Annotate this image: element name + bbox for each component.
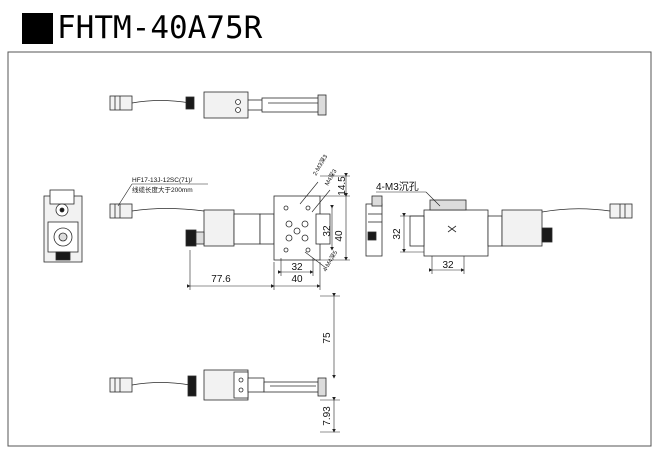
side-base-block — [423, 209, 489, 257]
top-view — [109, 91, 327, 119]
cable-connector-plan — [109, 203, 133, 219]
dim-travel-height: 75 — [322, 332, 333, 344]
end-view-left — [43, 189, 83, 263]
sheet-frame — [7, 51, 652, 447]
drawing-title: FHTM-40A75R — [22, 8, 262, 48]
cable-connector-right — [609, 203, 633, 219]
dim-side-base-width: 32 — [442, 260, 454, 271]
title-marker-square — [22, 12, 53, 44]
knob — [185, 96, 195, 110]
sinking-holes-note: 4-M3沉孔 — [376, 180, 419, 193]
dim-side-hole-span: 32 — [392, 228, 403, 240]
dim-height-top: 14.5 — [337, 176, 348, 196]
model-number: FHTM-40A75R — [57, 10, 263, 46]
bottom-view — [109, 369, 327, 401]
motor-plan — [203, 209, 235, 247]
dim-offset-left: 77.6 — [211, 274, 231, 285]
hole-note-top-1: 2-M3深3 — [311, 153, 330, 177]
plan-view — [109, 195, 331, 261]
dim-hole-span-y: 32 — [322, 225, 333, 237]
dim-table-depth: 40 — [334, 230, 345, 242]
side-dimensions — [376, 191, 465, 274]
cable-note-line-2: 线缆长度大于200mm — [132, 185, 193, 194]
dim-table-width: 40 — [291, 274, 303, 285]
hole-note-bottom: 4-M4深5 — [321, 249, 340, 273]
dim-hole-span-x: 32 — [291, 262, 303, 273]
cable-note-line-1: HF17-13J-12SC(71)/ — [132, 177, 193, 184]
cable-connector-bottom — [109, 377, 133, 393]
side-view-right — [365, 195, 633, 257]
cable — [131, 100, 191, 104]
dim-bottom-height: 7.93 — [322, 406, 333, 426]
stage-body — [261, 97, 325, 113]
plan-dimensions — [117, 173, 350, 290]
motor-body — [203, 91, 249, 119]
knob-plan — [185, 229, 197, 247]
bottom-dimensions — [320, 293, 340, 433]
cable-connector — [109, 95, 133, 111]
